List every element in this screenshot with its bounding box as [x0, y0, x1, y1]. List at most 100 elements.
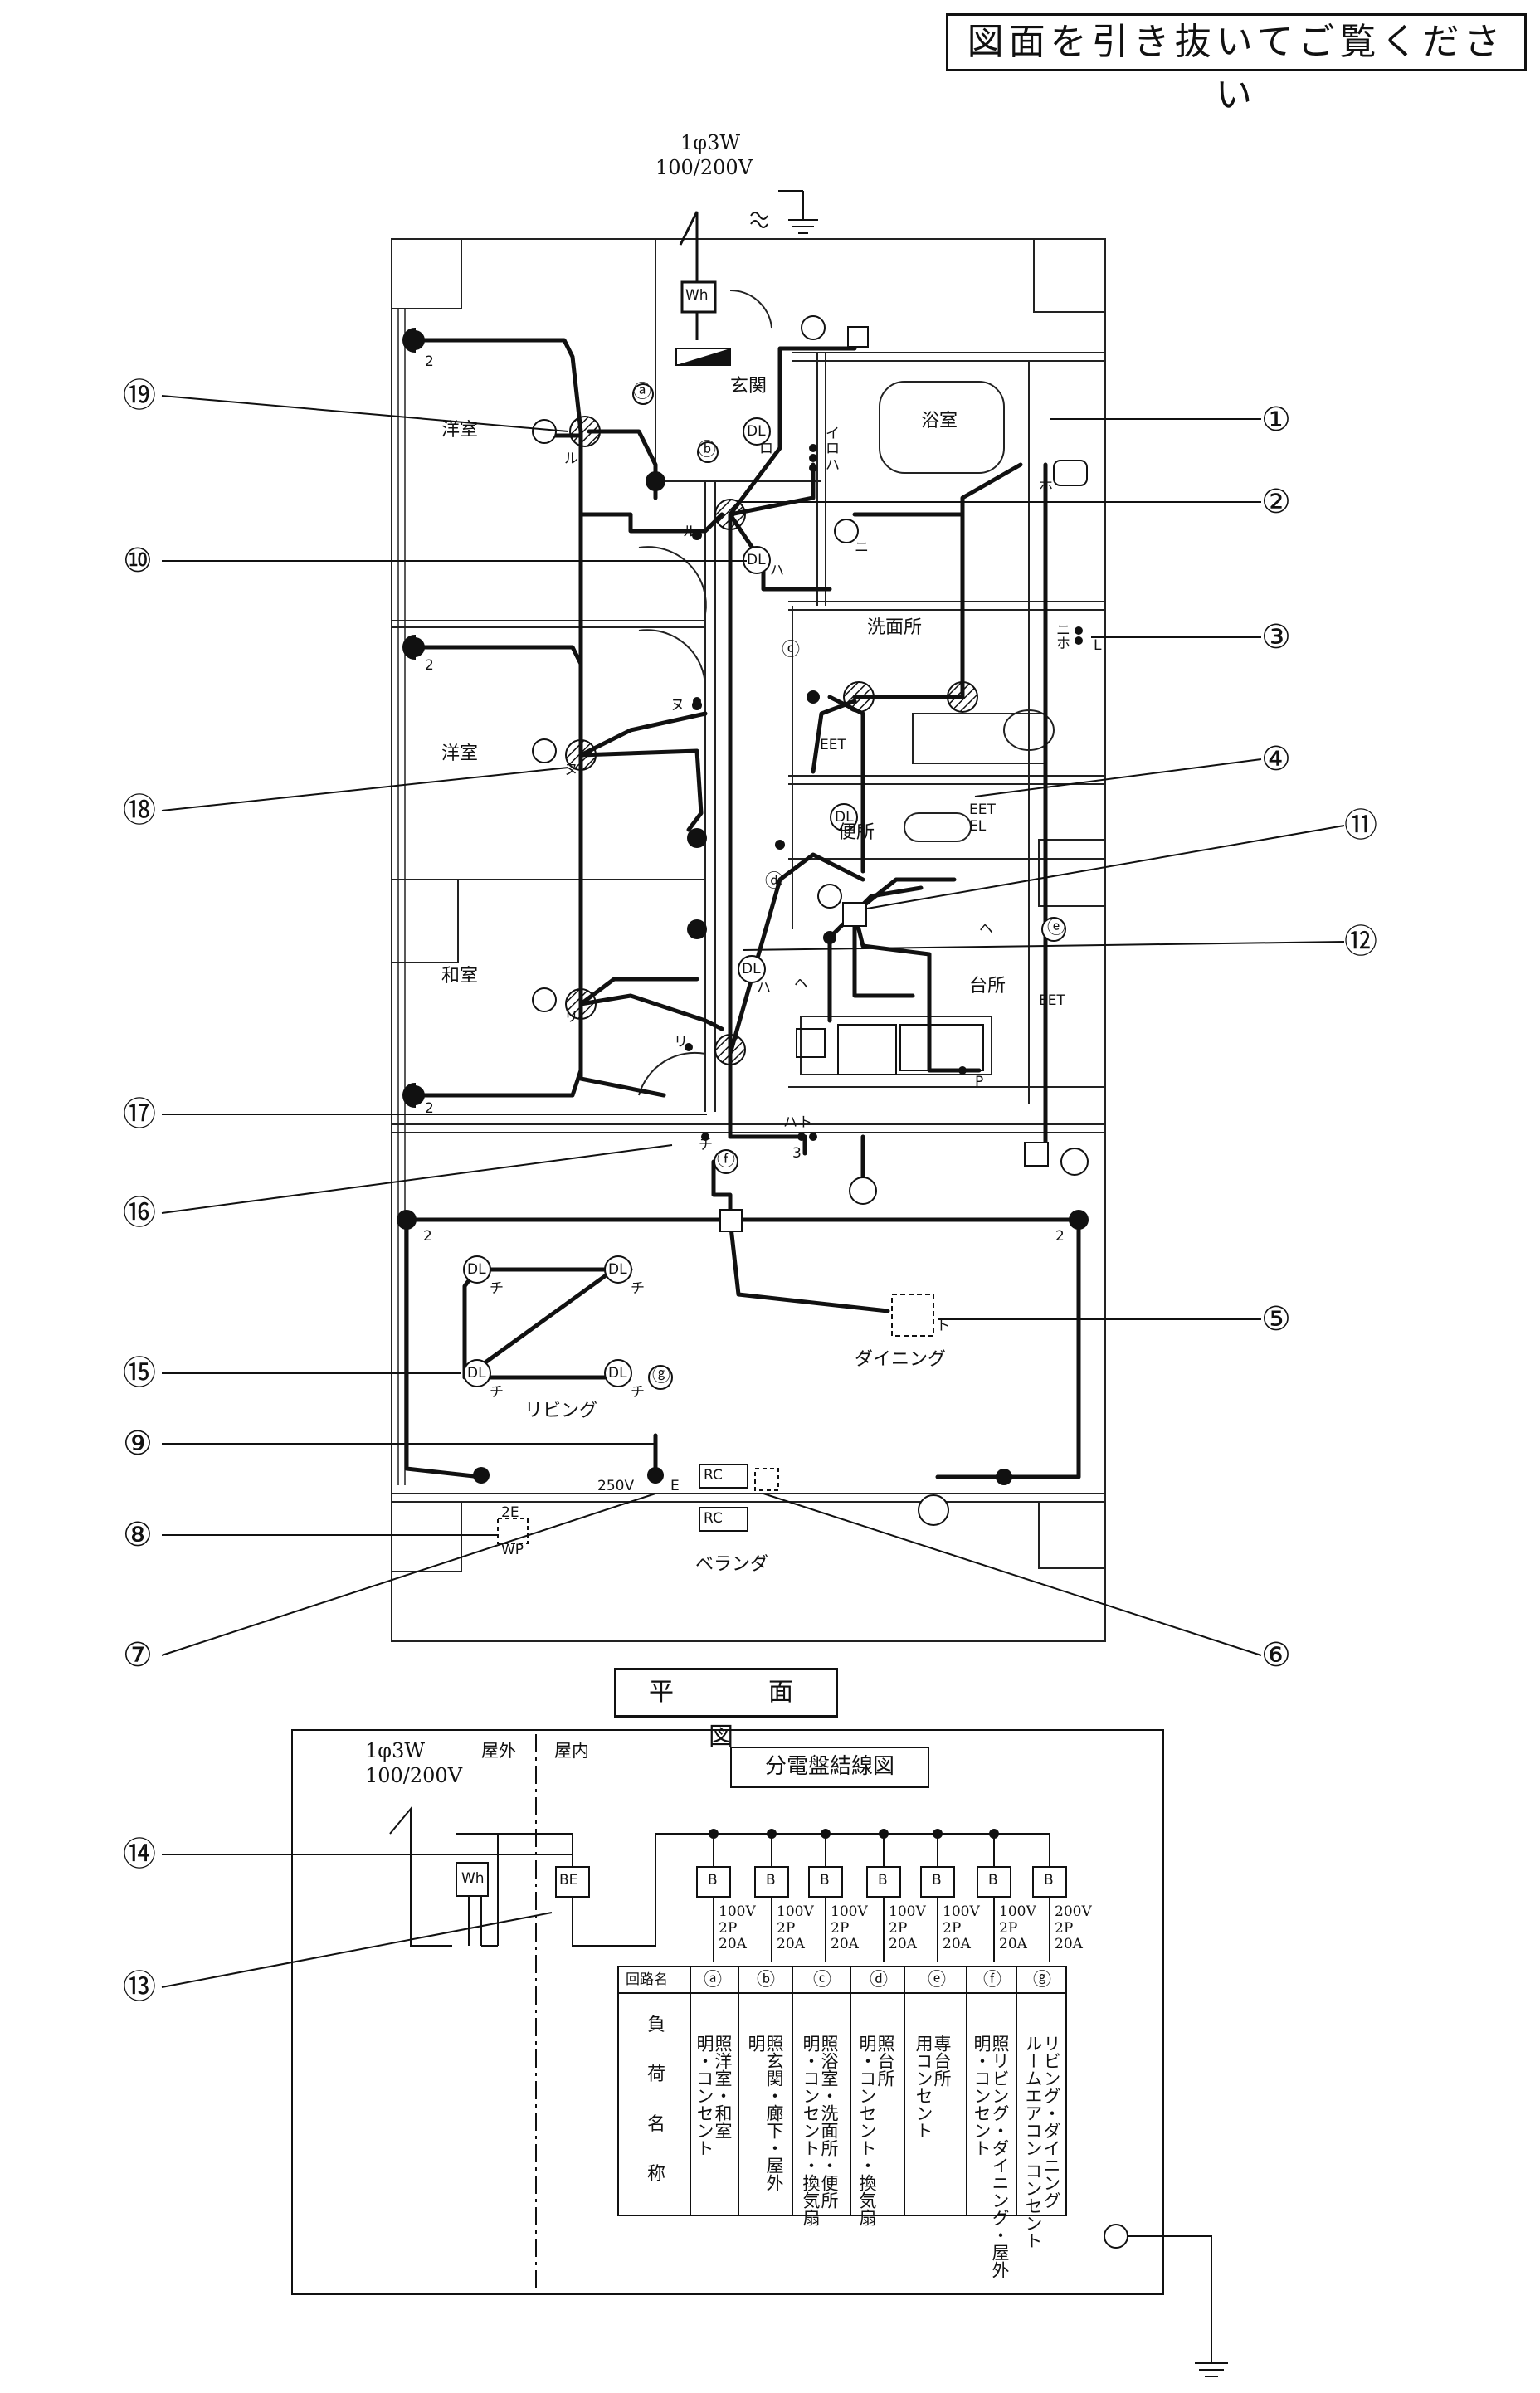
mark-ri: リ	[674, 1034, 688, 1050]
circuit-letter-a: ⓐ	[633, 382, 652, 402]
mark-ro: ロ	[826, 441, 840, 457]
callout-7: ⑦	[123, 1636, 153, 1674]
mark-to: ト	[936, 1318, 950, 1334]
callout-16: ⑯	[123, 1194, 156, 1232]
room-washitsu: 和室	[441, 966, 479, 987]
panel-supply-voltage: 100/200V	[365, 1764, 463, 1787]
callout-15: ⑮	[123, 1354, 156, 1392]
callout-2: ②	[1261, 483, 1291, 521]
callout-5: ⑤	[1261, 1300, 1291, 1338]
table-header-circuit: 回路名	[626, 1971, 668, 1988]
circuit-letter-e: ⓔ	[1047, 918, 1066, 938]
num-2: 2	[425, 657, 434, 674]
room-daidokoro: 台所	[969, 976, 1006, 997]
panel-supply-phase: 1φ3W	[365, 1739, 426, 1762]
dl-label: DL	[747, 423, 766, 440]
panel-be: BE	[559, 1872, 578, 1889]
load-name-f: 照リビング・ダイニング・屋外明・コンセント	[971, 2035, 1010, 2278]
callout-11: ⑪	[1344, 807, 1377, 845]
dl-label: DL	[747, 552, 766, 568]
load-header-1: 負	[647, 2015, 666, 2035]
mark-ru: ル	[683, 524, 697, 540]
load-header-3: 名	[647, 2114, 666, 2135]
rc-label: RC	[704, 1467, 723, 1484]
mark-ni: ニ	[855, 539, 869, 556]
load-name-g: リビング・ダイニングルームエアコン コンセント	[1022, 2035, 1061, 2249]
table-letter-f: ⓕ	[983, 1970, 1002, 1991]
dl-label: DL	[835, 809, 854, 826]
table-letter-g: ⓖ	[1033, 1970, 1052, 1991]
mark-ho: ホ	[1056, 636, 1070, 652]
circuit-letter-c: ⓒ	[782, 640, 801, 660]
panel-outdoor: 屋外	[481, 1741, 516, 1761]
mark-ha: ハ	[783, 1114, 797, 1131]
mark-he: ヘ	[979, 921, 993, 938]
panel-indoor: 屋内	[554, 1741, 589, 1761]
num-3: 3	[792, 1145, 802, 1162]
callout-4: ④	[1261, 740, 1291, 778]
mark-chi: チ	[490, 1280, 504, 1297]
dl-label: DL	[608, 1365, 627, 1382]
e-label: E	[670, 1478, 680, 1494]
callout-10: ⑩	[123, 542, 153, 580]
room-dining: ダイニング	[855, 1349, 947, 1370]
callout-17: ⑰	[123, 1095, 156, 1133]
circuit-letter-g: ⓖ	[652, 1366, 671, 1387]
mark-l: L	[1094, 637, 1102, 654]
callout-12: ⑫	[1344, 923, 1377, 961]
callout-9: ⑨	[123, 1425, 153, 1463]
breaker-b: B	[1044, 1872, 1054, 1889]
mark-i: イ	[826, 426, 840, 442]
mark-he: ヘ	[794, 976, 808, 992]
room-yokushitsu: 浴室	[921, 411, 958, 431]
rc-label: RC	[704, 1510, 723, 1527]
mark-nu: ヌ	[670, 697, 685, 714]
mark-to: ト	[798, 1114, 812, 1131]
callout-3: ③	[1261, 618, 1291, 656]
room-genkan: 玄関	[730, 376, 768, 397]
panel-meter: Wh	[461, 1870, 485, 1887]
v250-label: 250V	[597, 1478, 635, 1494]
notice-banner: 図面を引き抜いてご覧ください	[946, 13, 1527, 116]
callout-14: ⑭	[123, 1835, 156, 1874]
mark-ha: ハ	[757, 980, 771, 997]
num-2: 2	[425, 1100, 434, 1117]
callout-19: ⑲	[123, 377, 156, 415]
room-senmenjo: 洗面所	[867, 617, 923, 638]
dl-label: DL	[467, 1261, 486, 1278]
mark-ri: リ	[564, 1009, 578, 1026]
wp-label: WP	[501, 1542, 524, 1558]
room-youshitsu-1: 洋室	[441, 420, 479, 441]
num-2: 2	[423, 1228, 432, 1245]
mark-chi: チ	[490, 1384, 504, 1401]
callout-18: ⑱	[123, 792, 156, 830]
circuit-letter-f: ⓕ	[717, 1150, 736, 1171]
breaker-b: B	[878, 1872, 888, 1889]
mark-ru: ル	[564, 451, 578, 467]
mark-ro: ロ	[759, 441, 773, 457]
room-veranda: ベランダ	[695, 1554, 769, 1575]
dl-label: DL	[742, 961, 761, 977]
table-letter-e: ⓔ	[928, 1970, 947, 1991]
mark-ha: ハ	[826, 457, 840, 474]
table-letter-c: ⓒ	[813, 1970, 832, 1991]
table-letter-d: ⓓ	[870, 1970, 889, 1991]
breaker-b: B	[708, 1872, 718, 1889]
breaker-b: B	[820, 1872, 830, 1889]
meter-symbol: Wh	[685, 287, 709, 304]
load-name-d: 照台所明・コンセント・換気扇	[856, 2035, 895, 2226]
room-youshitsu-2: 洋室	[441, 743, 479, 764]
num-2: 2	[425, 353, 434, 370]
table-letter-a: ⓐ	[704, 1970, 723, 1991]
mark-ha: ハ	[770, 563, 784, 579]
callout-6: ⑥	[1261, 1636, 1291, 1674]
num-2: 2	[1055, 1228, 1065, 1245]
room-living: リビング	[524, 1401, 598, 1421]
